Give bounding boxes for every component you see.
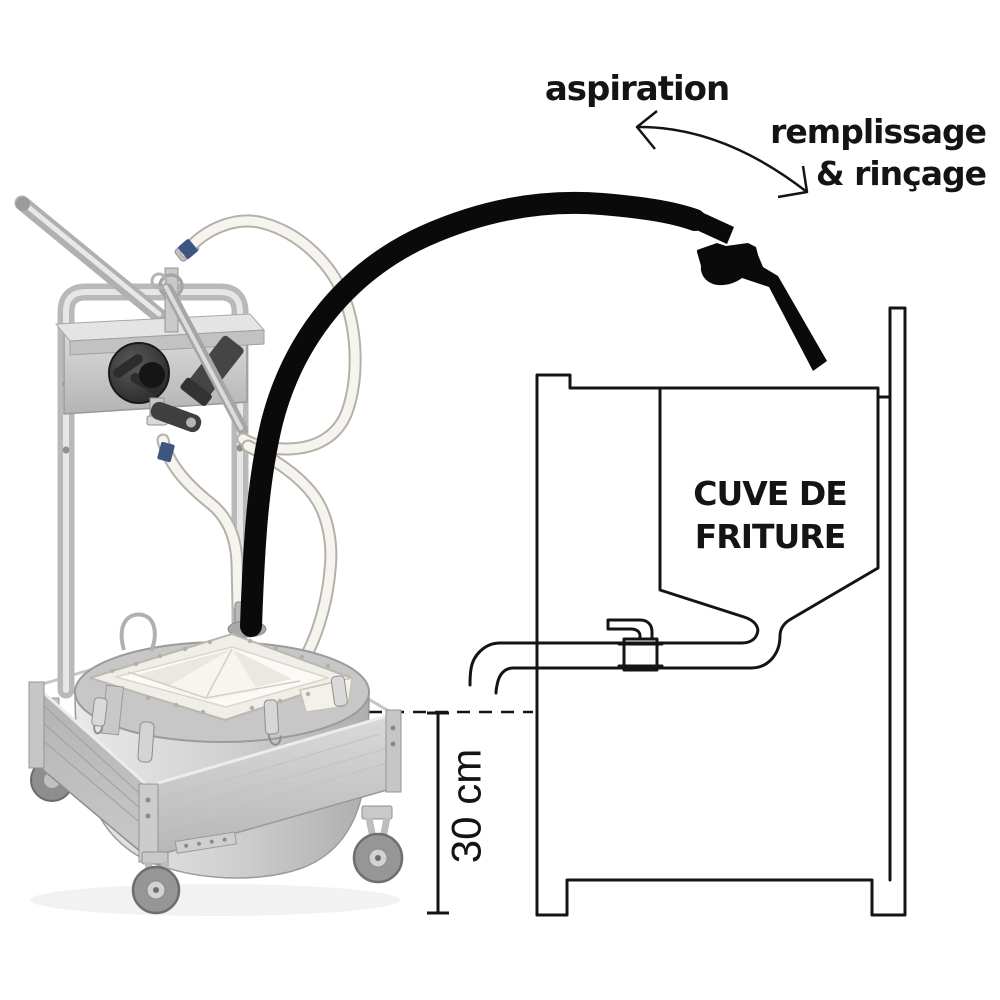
label-aspiration: aspiration [545,69,729,109]
suction-wand [162,283,249,436]
white-hose-lower [156,433,245,613]
flow-arrowhead-right [777,165,809,199]
fryer-tank-left [468,386,760,687]
pump-lever [14,195,170,326]
suction-hose [240,191,706,637]
fryer-cabinet-left-wall [535,373,892,917]
filter-bag [89,612,353,736]
drum-latches [91,675,348,763]
label-remplissage-line1: remplissage [770,112,986,151]
suction-nozzle [690,210,827,371]
drain-valve-handle [606,618,654,641]
hand-pump [108,342,170,426]
filter-cart [14,195,404,916]
label-remplissage-line2: & rinçage [816,154,986,193]
cart-shadow [30,884,400,916]
annotations: aspiration remplissage & rinçage CUVE DE… [545,69,987,556]
pump-shelf-lip [69,329,265,356]
label-tank-line2: FRITURE [695,517,846,556]
tray-corner-post-left [28,681,45,769]
hose-connector-band [178,239,198,259]
tray-corner-post-right [385,709,402,793]
holster-grip [150,401,202,433]
caster-front [131,851,181,915]
hose-connector-band [157,441,175,463]
hanging-ring-small [150,272,168,290]
filter-wire-handle [119,612,157,652]
tray-corner-post-front [138,783,159,863]
white-hose-upper [179,214,362,659]
fryer-tank-right [494,395,880,695]
dimension-value: 30 cm [443,749,490,863]
fryer-outline [468,306,907,917]
caster-right [352,805,404,884]
nozzle-inlet [690,210,734,244]
flow-arrowhead-left [635,110,658,150]
nozzle-body [697,243,827,371]
drain-valve [606,618,664,672]
label-tank-line1: CUVE DE [693,474,847,513]
flow-arrow-curve [636,125,808,193]
fryer-cabinet-right-wall [535,306,907,917]
